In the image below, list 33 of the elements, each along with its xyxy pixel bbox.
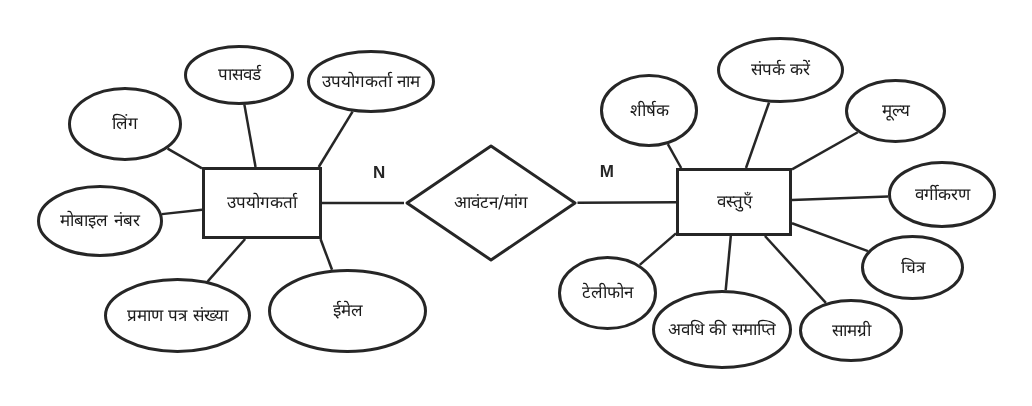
entity-box: वस्तुएँ xyxy=(676,168,792,236)
attribute-ellipse: उपयोगकर्ता नाम xyxy=(307,50,435,113)
attribute-ellipse: ईमेल xyxy=(268,269,427,353)
connector-line xyxy=(161,208,203,216)
attribute-ellipse: संपर्क करें xyxy=(717,37,844,103)
connector-line xyxy=(724,235,733,291)
connector-line xyxy=(319,238,334,271)
connector-line xyxy=(791,131,859,171)
attribute-ellipse: मूल्य xyxy=(845,79,946,143)
attribute-ellipse: प्रमाण पत्र संख्या xyxy=(104,278,251,353)
attribute-ellipse: चित्र xyxy=(861,235,964,300)
connector-line xyxy=(764,235,827,304)
connector-line xyxy=(666,143,683,169)
connector-line xyxy=(791,222,869,253)
attribute-ellipse: लिंग xyxy=(68,87,182,161)
connector-line xyxy=(791,195,889,202)
connector-line xyxy=(243,104,257,168)
entity-box: उपयोगकर्ता xyxy=(202,167,322,239)
connector-line xyxy=(744,102,771,169)
attribute-ellipse: मोबाइल नंबर xyxy=(37,185,163,257)
connector-line xyxy=(638,232,677,266)
connector-line xyxy=(167,147,203,170)
attribute-ellipse: वर्गीकरण xyxy=(888,161,996,228)
attribute-ellipse: सामग्री xyxy=(799,299,903,362)
attribute-ellipse: टेलीफोन xyxy=(558,256,657,330)
attribute-ellipse: पासवर्ड xyxy=(184,44,294,105)
attribute-ellipse: अवधि की समाप्ति xyxy=(652,290,792,369)
relationship-diamond: आवंटन/मांग xyxy=(404,143,578,263)
attribute-ellipse: शीर्षक xyxy=(600,74,698,147)
connector-line xyxy=(322,201,404,205)
connector-line xyxy=(206,238,247,283)
connector-line xyxy=(577,201,676,204)
connector-line xyxy=(317,111,354,168)
